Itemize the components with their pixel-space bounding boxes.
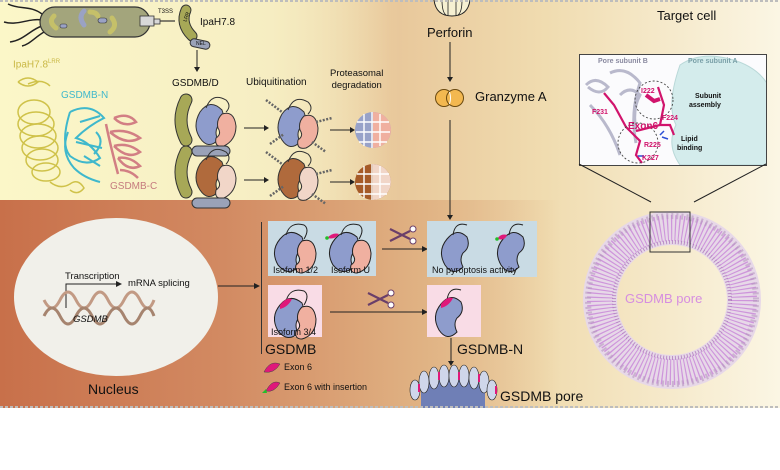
active-gsdmb-n-fragment-icon [435, 288, 463, 337]
isoform-u-label: Isoform U [331, 265, 371, 275]
subunit-a-surface [671, 55, 766, 165]
gsdmb-pore-assembly-icon [409, 364, 498, 408]
ipah78-effector-icon [178, 4, 211, 50]
gsdmb-pore-label: GSDMB pore [500, 388, 584, 404]
subunit-assembly-annotation: Subunit assembly [689, 92, 721, 110]
t3ss-label: T3SS [158, 9, 174, 15]
isoform-34-label: Isoform 3/4 [271, 327, 317, 337]
gsdmb-group-label: GSDMB [265, 341, 317, 357]
lipid-binding-annotation: Lipid binding [677, 135, 702, 153]
isoform-proteins-diagram [274, 223, 372, 340]
arrow-down-icon [448, 338, 454, 366]
arrow-down-icon [194, 50, 200, 72]
isoform-bracket-line [261, 222, 262, 354]
gsdmd-ipah-complex-icon [174, 145, 269, 209]
degraded-fragments-brown-icon [355, 164, 391, 200]
mrna-splicing-label: mRNA splicing [128, 278, 190, 289]
perforin-pore-icon [433, 0, 471, 17]
isoform-12-protein-icon [274, 223, 317, 274]
nucleus-label: Nucleus [88, 381, 139, 397]
nel-domain-label: NEL [196, 41, 206, 47]
isoform-u-protein-icon [325, 223, 372, 274]
residue-i222: I222 [641, 88, 655, 95]
gsdmb-n-label: GSDMB-N [457, 341, 524, 357]
ipah78-label: IpaH7.8 [200, 17, 236, 28]
lipid-text: Lipid [681, 136, 698, 143]
granzyme-a-label: Granzyme A [475, 89, 547, 104]
assembly-text: assembly [689, 102, 721, 109]
gsdmb-n-insertion-fragment-icon [495, 223, 525, 272]
transcription-arrow-icon [65, 281, 122, 308]
gsdmb-n-fragment-icon [441, 223, 469, 272]
subunit-text: Subunit [695, 93, 722, 100]
arrow-down-icon [447, 42, 453, 82]
subunit-a-label: Pore subunit A [688, 58, 738, 65]
residue-k227: K227 [642, 155, 659, 162]
arrow-down-icon [447, 120, 453, 220]
arrow-right-icon [382, 246, 428, 252]
gsdmb-pore-ring-label: GSDMB pore [625, 291, 703, 306]
exon6-insertion-legend-icon [262, 381, 281, 393]
zoom-callout-lines [578, 163, 767, 203]
legend-item-exon6: Exon 6 [284, 362, 313, 372]
figure-canvas: T3SS LRR NEL IpaH7.8 IpaH7.8LRR GSDMB-N … [0, 0, 780, 408]
gsdmb-n-structure-label: GSDMB-N [61, 90, 109, 101]
ubiquitinated-gsdmb-icon [265, 98, 355, 154]
degradation-text: degradation [331, 80, 382, 91]
target-cell-label: Target cell [657, 8, 717, 23]
proteasomal-text: Proteasomal [330, 68, 384, 79]
exon6-residues-overlay [603, 80, 676, 164]
gsdmb-c-structure-label: GSDMB-C [110, 181, 158, 192]
nucleus-oval [14, 218, 218, 376]
proteasomal-degradation-label: Proteasomal degradation [330, 68, 383, 92]
legend-item-exon6-insertion: Exon 6 with insertion [284, 382, 368, 392]
gsdmb-gene-label: GSDMB [73, 314, 108, 325]
ipah78-lrr-structure-label: IpaH7.8LRR [13, 59, 60, 70]
residue-f224: F224 [662, 115, 678, 122]
shigella-bacterium-icon [3, 3, 175, 47]
crystal-structure-image [17, 77, 143, 194]
residue-f231: F231 [592, 109, 608, 116]
arrow-right-icon [330, 309, 428, 315]
lrr-superscript: LRR [48, 59, 61, 65]
no-pyroptosis-label: No pyroptosis activity [432, 265, 518, 275]
scissors-icon [389, 225, 417, 245]
scissors-icon [367, 289, 395, 309]
perforin-label: Perforin [427, 25, 473, 40]
isoform-34-protein-icon [274, 289, 317, 340]
ubiquitinated-gsdmd-icon [265, 150, 355, 206]
gsdmb-pore-ring-image [583, 211, 761, 389]
exon6-legend-icon [263, 362, 281, 373]
gsdmb-d-label: GSDMB/D [172, 78, 219, 89]
ubiquitination-label: Ubiquitination [246, 77, 307, 88]
residue-r225: R225 [644, 142, 661, 149]
subunit-b-label: Pore subunit B [598, 58, 648, 65]
degradation-pathway-diagram [174, 93, 391, 209]
exon6-label: Exon6 [628, 121, 659, 132]
granzyme-a-icon [435, 89, 464, 107]
arrow-right-icon [218, 283, 260, 289]
cleaved-n-terminal-proteins [441, 223, 525, 272]
subunit-b-ribbon [584, 69, 642, 156]
pore-interface-inset: Pore subunit B Pore subunit A I222 F224 … [579, 54, 767, 166]
ipah78-lrr-structure-text: IpaH7.8 [13, 59, 49, 71]
transcription-label: Transcription [65, 271, 120, 282]
degraded-fragments-blue-icon [355, 112, 391, 148]
gsdmb-ipah-complex-icon [174, 93, 269, 157]
isoform-12-label: Isoform 1/2 [273, 265, 319, 275]
binding-text: binding [677, 145, 703, 152]
dna-helix-icon [42, 290, 156, 326]
